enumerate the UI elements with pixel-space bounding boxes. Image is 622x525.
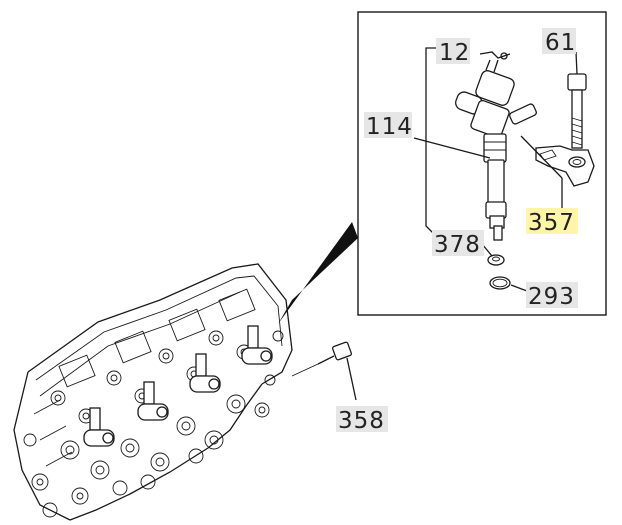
cylinder-head	[13, 263, 293, 521]
leader-lines	[413, 51, 578, 292]
callout-378: 378	[432, 230, 484, 258]
callout-378-text: 378	[434, 232, 481, 258]
callout-114-text: 114	[366, 114, 413, 140]
detail-pointer-wedge	[278, 222, 358, 324]
callout-358-text: 358	[338, 408, 385, 434]
callout-357-text: 357	[528, 210, 575, 236]
callout-293-text: 293	[528, 284, 575, 310]
callout-358: 358	[336, 406, 388, 434]
installed-injectors	[83, 325, 273, 447]
part-bolt-61	[567, 73, 587, 149]
callout-114: 114	[364, 112, 413, 140]
callout-357: 357	[526, 208, 578, 236]
part-oring-293	[489, 276, 511, 290]
callout-293: 293	[526, 282, 578, 310]
callout-12: 12	[436, 38, 470, 66]
part-washer-378	[487, 254, 505, 266]
part-clamp-357	[535, 145, 595, 187]
callout-61-text: 61	[545, 30, 576, 56]
part-injector-114	[455, 70, 537, 241]
group-bracket	[425, 47, 437, 237]
callout-12-text: 12	[439, 40, 470, 66]
part-bolt-358	[291, 341, 357, 401]
callout-61: 61	[542, 28, 576, 56]
part-clip-12	[479, 51, 511, 73]
